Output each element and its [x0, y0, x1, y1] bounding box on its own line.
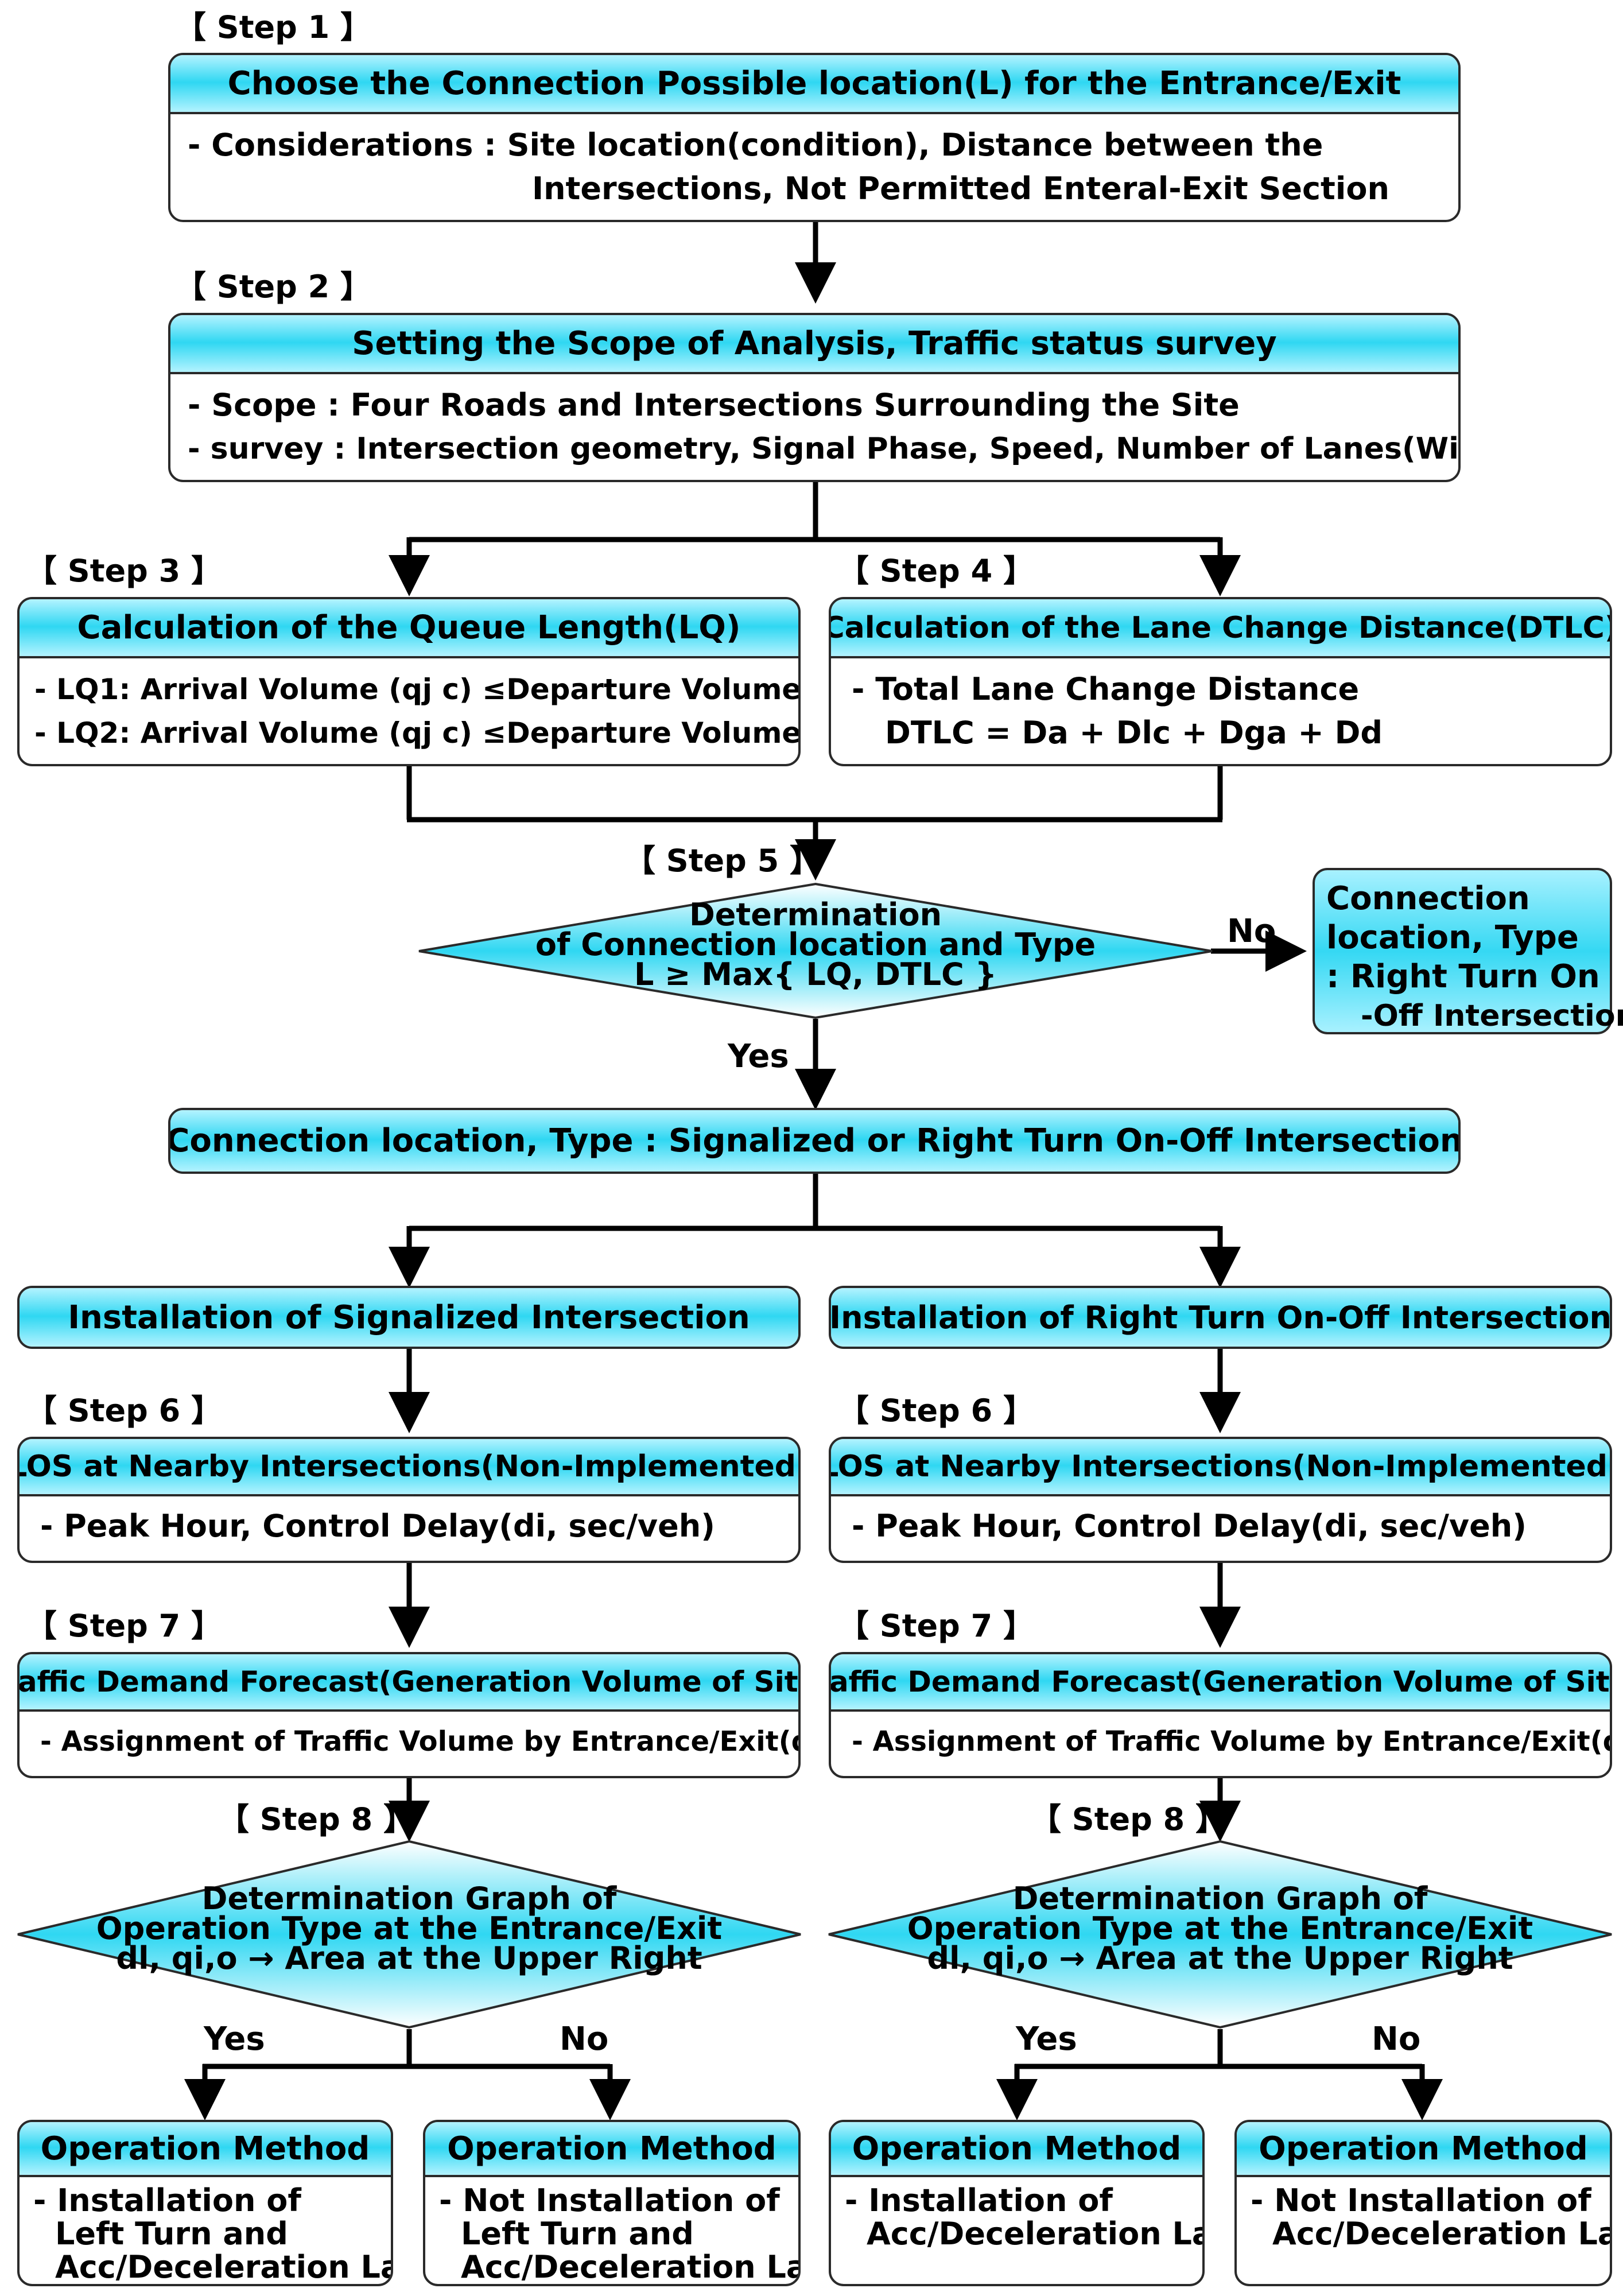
right-install-box: Installation of Right Turn On-Off Inters… — [829, 1286, 1612, 1349]
right-no-line1: - Not Installation of — [1251, 2182, 1591, 2219]
step4-label: 【 Step 4 】 — [838, 553, 1034, 589]
right-step7-line: - Assignment of Traffic Volume by Entran… — [852, 1725, 1612, 1758]
step5-line3: L ≥ Max{ LQ, DTLC } — [634, 956, 997, 992]
right-step6-box: LOS at Nearby Intersections(Non-Implemen… — [829, 1437, 1612, 1563]
decision-diamond-step8-left — [17, 1840, 801, 2029]
right-step6-title: LOS at Nearby Intersections(Non-Implemen… — [831, 1439, 1610, 1496]
right-no-line2: Acc/Deceleration Lane — [1272, 2216, 1610, 2252]
left-no-result-box: Operation Method - Not Installation of L… — [423, 2120, 801, 2286]
right-step8-yes-label: Yes — [1016, 2020, 1077, 2058]
left-step8-yes-label: Yes — [204, 2020, 265, 2058]
no-result-line1: Connection — [1326, 880, 1530, 917]
step5-yes-label: Yes — [728, 1038, 789, 1075]
left-no-line2: Left Turn and — [461, 2216, 694, 2252]
right-step8-decision-text: Determination Graph of Operation Type at… — [904, 1880, 1536, 1976]
step2-line1: - Scope : Four Roads and Intersections S… — [188, 387, 1240, 423]
right-step8-no-label: No — [1372, 2020, 1421, 2058]
right-step8-line3: dl, qi,o → Area at the Upper Right — [927, 1940, 1513, 1976]
step5-label: 【 Step 5 】 — [624, 843, 821, 879]
right-step7-box: Traffic Demand Forecast(Generation Volum… — [829, 1652, 1612, 1778]
step2-label: 【 Step 2 】 — [175, 269, 371, 305]
step3-box: Calculation of the Queue Length(LQ) - LQ… — [17, 597, 801, 766]
step5-no-label: No — [1227, 913, 1276, 950]
step3-label: 【 Step 3 】 — [26, 553, 222, 589]
left-yes-line3: Acc/Deceleration Lane — [55, 2249, 391, 2285]
step4-line2: DTLC = Da + Dlc + Dga + Dd — [885, 715, 1383, 751]
left-install-text: Installation of Signalized Intersection — [20, 1288, 798, 1347]
step5-line2: of Connection location and Type — [535, 926, 1096, 963]
right-yes-title: Operation Method — [831, 2122, 1202, 2177]
left-step8-no-label: No — [560, 2020, 609, 2058]
left-no-title: Operation Method — [425, 2122, 798, 2177]
right-step6-line: - Peak Hour, Control Delay(di, sec/veh) — [852, 1508, 1527, 1544]
left-step7-title: Traffic Demand Forecast(Generation Volum… — [20, 1654, 798, 1712]
step5-line1: Determination — [689, 897, 942, 933]
right-install-text: Installation of Right Turn On-Off Inters… — [831, 1288, 1610, 1347]
right-step8-line1: Determination Graph of — [1012, 1880, 1428, 1917]
decision-diamond-step8-right — [828, 1840, 1612, 2029]
left-yes-result-box: Operation Method - Installation of Left … — [17, 2120, 393, 2286]
no-result-line4: -Off Intersection — [1361, 999, 1623, 1033]
no-result-line3: : Right Turn On — [1326, 958, 1600, 995]
left-step8-line3: dl, qi,o → Area at the Upper Right — [116, 1940, 702, 1976]
step1-box: Choose the Connection Possible location(… — [168, 53, 1461, 222]
step3-line2: - LQ2: Arrival Volume (qj c) ≤Departure … — [34, 716, 801, 750]
left-step8-label: 【 Step 8 】 — [218, 1801, 414, 1837]
right-step7-title: Traffic Demand Forecast(Generation Volum… — [831, 1654, 1610, 1712]
step1-line2: Intersections, Not Permitted Enteral-Exi… — [532, 170, 1389, 207]
left-yes-line1: - Installation of — [33, 2182, 301, 2219]
step4-title: Calculation of the Lane Change Distance(… — [831, 599, 1610, 658]
right-no-result-box: Operation Method - Not Installation of A… — [1234, 2120, 1612, 2286]
step3-line1: - LQ1: Arrival Volume (qj c) ≤Departure … — [34, 673, 801, 706]
step4-box: Calculation of the Lane Change Distance(… — [829, 597, 1612, 766]
connection-type-text: Connection location, Type : Signalized o… — [170, 1110, 1458, 1172]
step5-decision-text: Determination of Connection location and… — [505, 897, 1126, 992]
left-yes-line2: Left Turn and — [55, 2216, 288, 2252]
left-yes-title: Operation Method — [20, 2122, 391, 2177]
step2-title: Setting the Scope of Analysis, Traffic s… — [170, 315, 1458, 374]
left-step7-box: Traffic Demand Forecast(Generation Volum… — [17, 1652, 801, 1778]
left-step6-label: 【 Step 6 】 — [26, 1393, 222, 1429]
right-step8-line2: Operation Type at the Entrance/Exit — [907, 1910, 1533, 1946]
left-step7-line: - Assignment of Traffic Volume by Entran… — [40, 1725, 801, 1758]
right-step8-label: 【 Step 8 】 — [1030, 1801, 1226, 1837]
no-result-line2: location, Type — [1326, 919, 1579, 956]
right-yes-result-box: Operation Method - Installation of Acc/D… — [829, 2120, 1205, 2286]
left-step8-decision-text: Determination Graph of Operation Type at… — [94, 1880, 725, 1976]
left-no-line3: Acc/Deceleration Lane — [461, 2249, 798, 2285]
left-step7-label: 【 Step 7 】 — [26, 1608, 222, 1644]
left-step6-box: LOS at Nearby Intersections(Non-Implemen… — [17, 1437, 801, 1563]
step1-line1: - Considerations : Site location(conditi… — [188, 127, 1323, 163]
right-step6-label: 【 Step 6 】 — [838, 1393, 1034, 1429]
connection-type-box: Connection location, Type : Signalized o… — [168, 1108, 1461, 1174]
left-step6-title: LOS at Nearby Intersections(Non-Implemen… — [20, 1439, 798, 1496]
left-step8-line2: Operation Type at the Entrance/Exit — [96, 1910, 723, 1946]
left-install-box: Installation of Signalized Intersection — [17, 1286, 801, 1349]
step1-label: 【 Step 1 】 — [175, 9, 371, 45]
step5-no-result-box: Connection location, Type : Right Turn O… — [1313, 868, 1623, 1034]
right-yes-line1: - Installation of — [845, 2182, 1113, 2219]
step2-box: Setting the Scope of Analysis, Traffic s… — [168, 313, 1461, 482]
decision-diamond-step5 — [418, 882, 1213, 1019]
step3-title: Calculation of the Queue Length(LQ) — [20, 599, 798, 658]
step2-line2: - survey : Intersection geometry, Signal… — [188, 432, 1461, 466]
left-step8-line1: Determination Graph of — [201, 1880, 617, 1917]
right-no-title: Operation Method — [1237, 2122, 1610, 2177]
left-no-line1: - Not Installation of — [439, 2182, 780, 2219]
left-step6-line: - Peak Hour, Control Delay(di, sec/veh) — [40, 1508, 715, 1544]
step1-title: Choose the Connection Possible location(… — [170, 55, 1458, 114]
right-step7-label: 【 Step 7 】 — [838, 1608, 1034, 1644]
step4-line1: - Total Lane Change Distance — [852, 671, 1360, 707]
right-yes-line2: Acc/Deceleration Lane — [867, 2216, 1202, 2252]
